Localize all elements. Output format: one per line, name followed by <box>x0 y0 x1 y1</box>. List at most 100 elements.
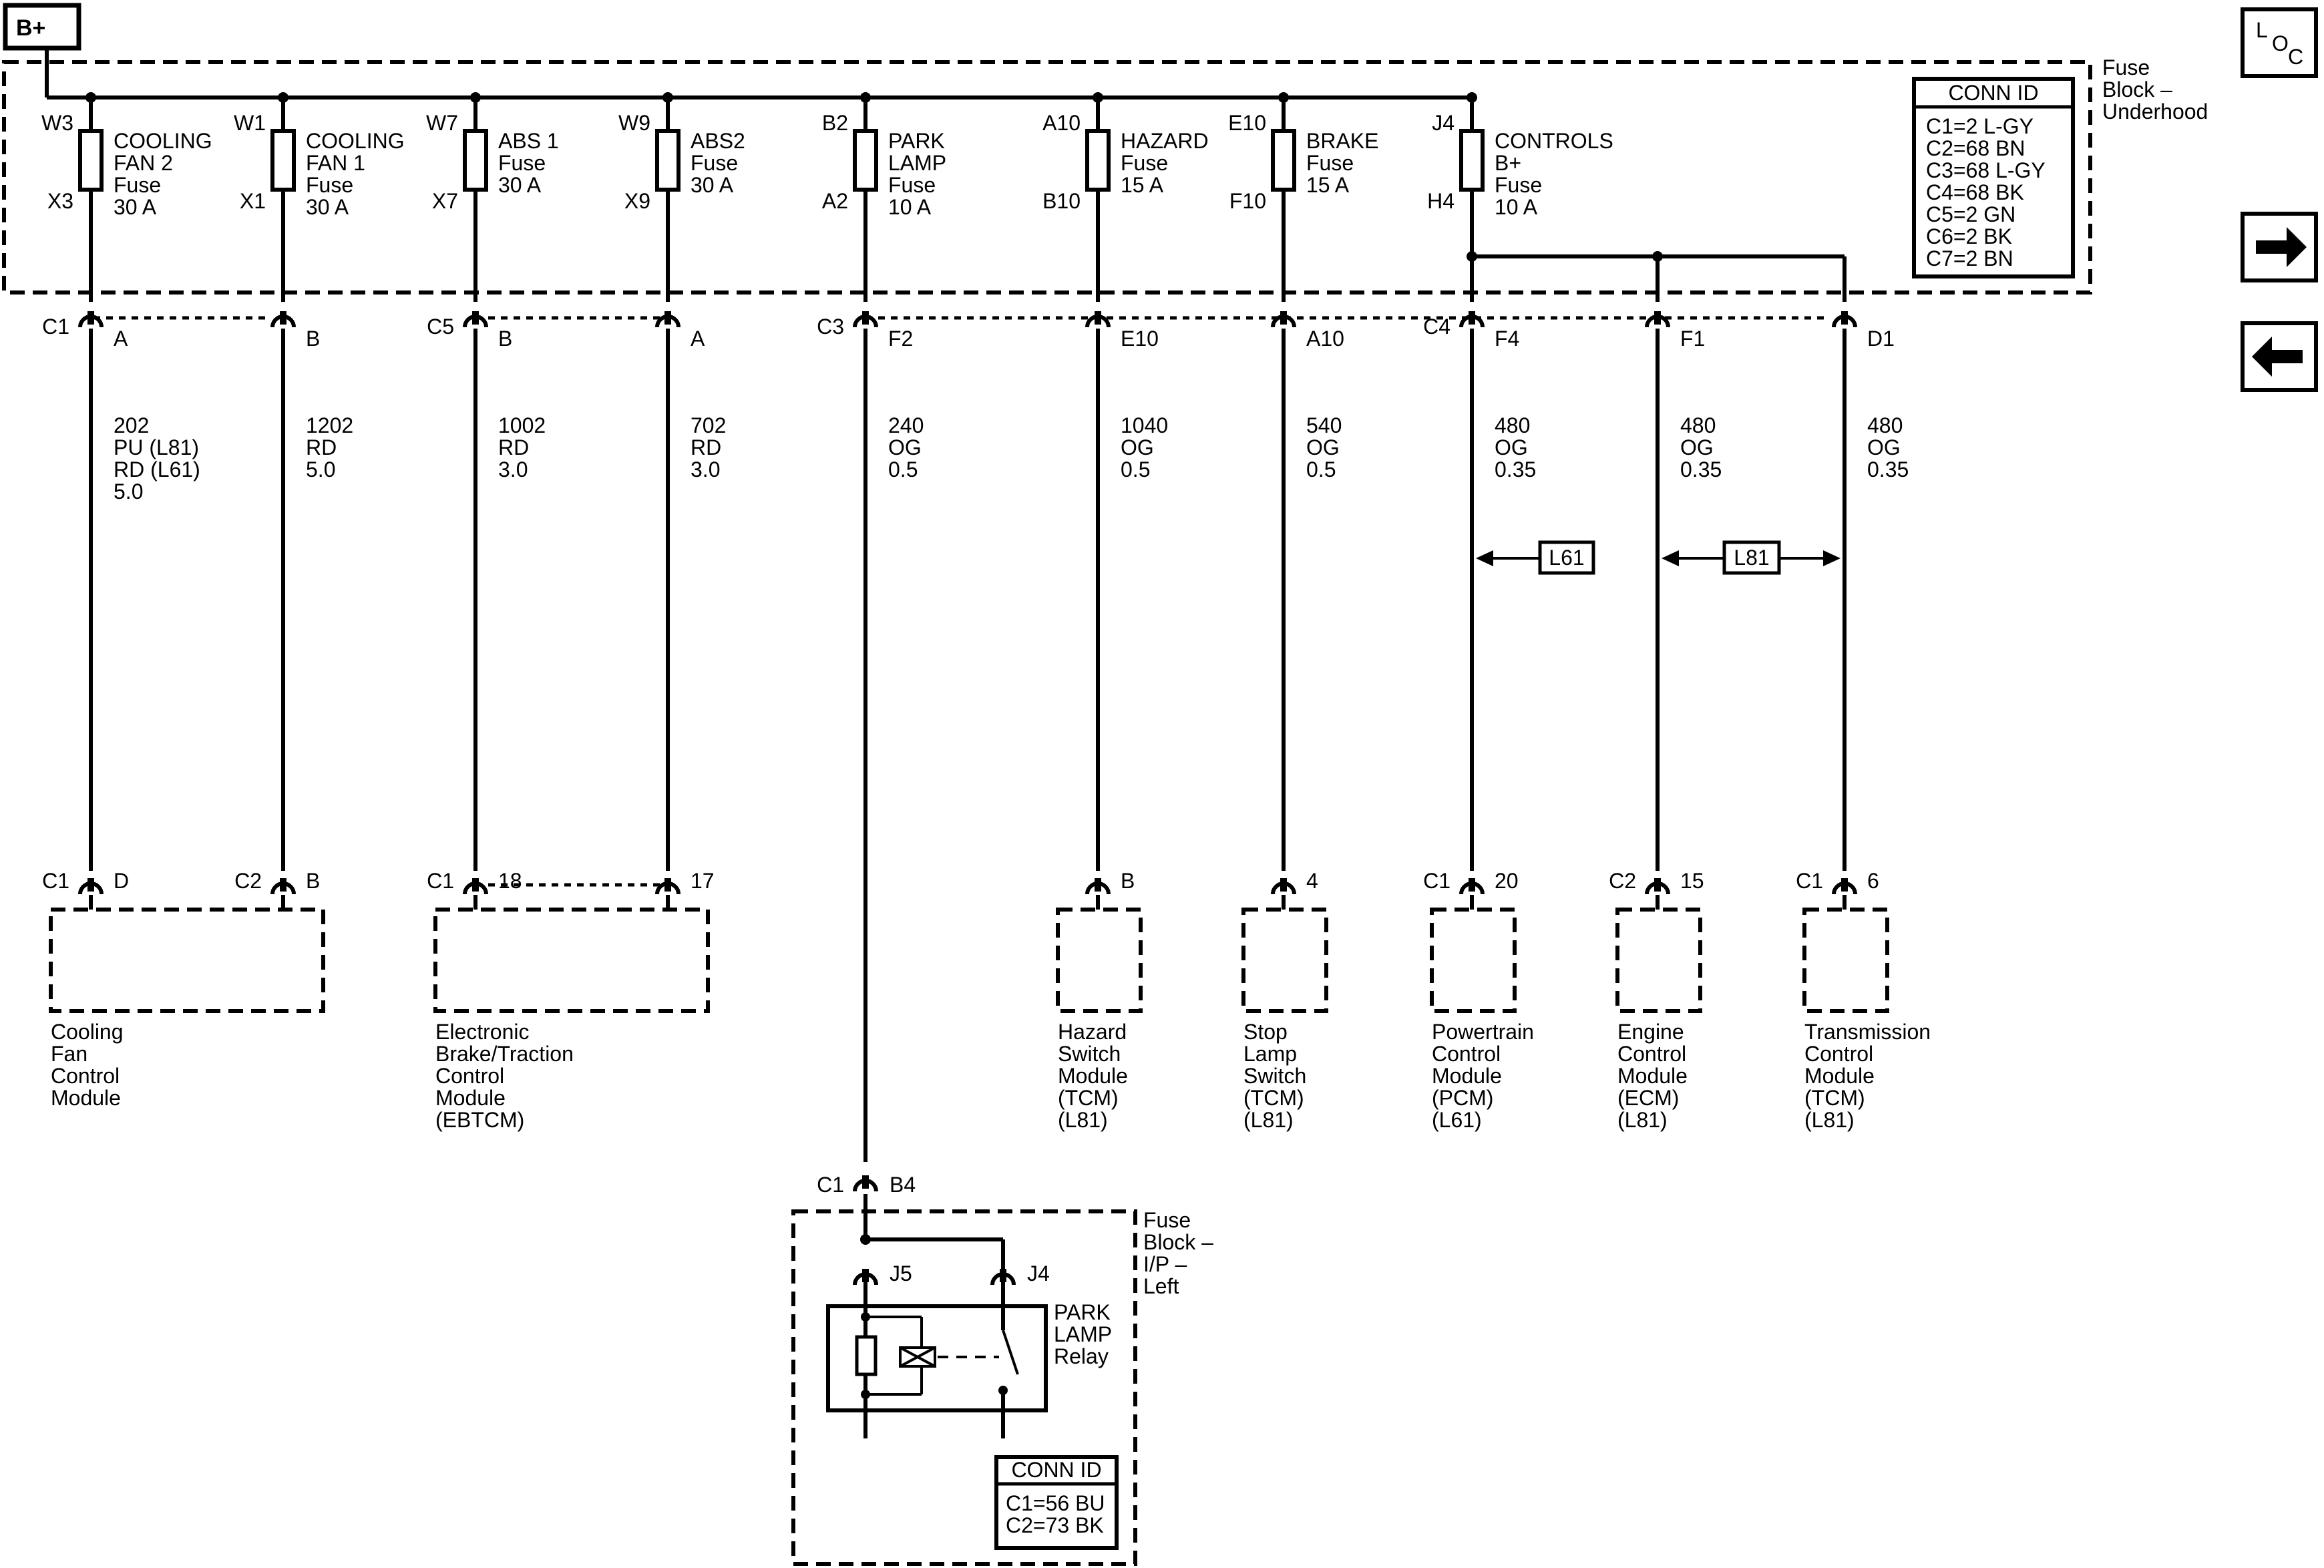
fuse-label: 30 A <box>114 195 157 219</box>
conn-id-table-underhood <box>1912 77 2075 278</box>
wire-spec: 5.0 <box>114 479 143 504</box>
fuse-label: HAZARD <box>1121 129 1209 153</box>
conn-id-entry: C1=56 BU <box>1006 1491 1105 1515</box>
loc-letter-l[interactable]: L <box>2256 18 2268 42</box>
loc-letter-c[interactable]: C <box>2288 45 2303 69</box>
module-name: Powertrain <box>1432 1020 1534 1044</box>
relay-name: PARK <box>1054 1300 1111 1324</box>
park-lamp-relay-box <box>826 1304 1048 1412</box>
fuse-top-cavity: B2 <box>822 111 848 135</box>
fuse-0-element <box>78 129 104 192</box>
module-name: Module <box>1058 1064 1128 1088</box>
module-name: Transmission <box>1804 1020 1931 1044</box>
wire-spec: 1002 <box>498 413 546 437</box>
option-l81-label: L81 <box>1734 546 1769 570</box>
conn-id-entry: C2=73 BK <box>1006 1513 1104 1537</box>
module-name: Fan <box>51 1042 87 1066</box>
module-name: Control <box>1432 1042 1501 1066</box>
wire-spec: 5.0 <box>306 457 335 481</box>
module-outline <box>49 908 325 1013</box>
conn-id-entry: C1=2 L-GY <box>1926 114 2034 138</box>
fuse-label: FAN 2 <box>114 151 173 175</box>
module-name: (EBTCM) <box>435 1108 524 1132</box>
fuse-block-ip-name: Fuse <box>1143 1208 1191 1232</box>
module-pin: B <box>1121 869 1135 893</box>
conn-id-table-ip <box>994 1455 1119 1550</box>
wire-spec: OG <box>1495 435 1528 459</box>
conn-id-title: CONN ID <box>1948 81 2038 105</box>
module-connector-id: C2 <box>1609 869 1636 893</box>
module-pin: 4 <box>1306 869 1318 893</box>
module-pin: 6 <box>1867 869 1879 893</box>
wire-spec: 0.5 <box>888 457 918 481</box>
arrow-right-icon[interactable] <box>2256 227 2307 267</box>
module-name: Engine <box>1617 1020 1684 1044</box>
ip-entry-conn: C1 <box>817 1173 844 1197</box>
conn-id-entry: C2=68 BN <box>1926 136 2025 160</box>
fuse-label: Fuse <box>1306 151 1354 175</box>
fuse-top-cavity: W3 <box>41 111 73 135</box>
fuse-label: B+ <box>1495 151 1521 175</box>
fuse-label: FAN 1 <box>306 151 365 175</box>
fuse-label: Fuse <box>306 173 353 197</box>
module-name: Module <box>1804 1064 1875 1088</box>
connector-pin: F4 <box>1495 327 1519 351</box>
fuse-label: ABS2 <box>691 129 745 153</box>
module-name: Switch <box>1243 1064 1306 1088</box>
conn-id-entry: C3=68 L-GY <box>1926 158 2046 182</box>
relay-pin: J5 <box>890 1261 912 1286</box>
fuse-4-element <box>853 129 878 192</box>
wire-spec: 480 <box>1495 413 1530 437</box>
connector-id: C1 <box>42 315 69 339</box>
module-connector-id: C1 <box>1423 869 1450 893</box>
module-name: Control <box>1617 1042 1686 1066</box>
module-name: Control <box>435 1064 504 1088</box>
wire-spec: OG <box>1306 435 1340 459</box>
fuse-7-element <box>1459 129 1485 192</box>
wire-spec: RD <box>498 435 529 459</box>
module-name: Module <box>51 1086 121 1110</box>
wire-spec: OG <box>888 435 922 459</box>
connector-pin: A10 <box>1306 327 1344 351</box>
connector-pin: B <box>498 327 512 351</box>
module-pin: 17 <box>691 869 715 893</box>
module-outline <box>1802 908 1889 1013</box>
loc-letter-o[interactable]: O <box>2272 31 2289 55</box>
wire-spec: 240 <box>888 413 924 437</box>
fuse-bottom-cavity: H4 <box>1427 189 1455 213</box>
fuse-label: Fuse <box>691 151 738 175</box>
wire-spec: 480 <box>1680 413 1716 437</box>
module-name: (TCM) <box>1243 1086 1304 1110</box>
connector-pin: F1 <box>1680 327 1705 351</box>
fuse-top-cavity: A10 <box>1042 111 1081 135</box>
wire-spec: OG <box>1121 435 1154 459</box>
fuse-bottom-cavity: A2 <box>822 189 848 213</box>
fuse-label: Fuse <box>888 173 936 197</box>
fuse-label: 10 A <box>1495 195 1538 219</box>
wire-spec: 3.0 <box>691 457 720 481</box>
fuse-top-cavity: J4 <box>1432 111 1455 135</box>
module-name: (L81) <box>1243 1108 1294 1132</box>
module-pin: 18 <box>498 869 522 893</box>
module-name: Control <box>51 1064 120 1088</box>
conn-id-entry: C4=68 BK <box>1926 180 2024 204</box>
module-name: (ECM) <box>1617 1086 1679 1110</box>
wire-spec: 702 <box>691 413 726 437</box>
module-name: Switch <box>1058 1042 1121 1066</box>
connector-pin: A <box>114 327 128 351</box>
module-connector-id: C1 <box>42 869 69 893</box>
wire-spec: RD <box>306 435 337 459</box>
fuse-label: 30 A <box>498 173 542 197</box>
fuse-label: Fuse <box>1495 173 1542 197</box>
module-outline <box>1615 908 1702 1013</box>
fuse-1-element <box>270 129 296 192</box>
ip-entry-pin: B4 <box>890 1173 916 1197</box>
connector-pin: A <box>691 327 705 351</box>
fuse-label: 10 A <box>888 195 932 219</box>
arrow-left-icon[interactable] <box>2252 337 2303 377</box>
module-name: Electronic <box>435 1020 530 1044</box>
wire-spec: 0.35 <box>1680 457 1722 481</box>
